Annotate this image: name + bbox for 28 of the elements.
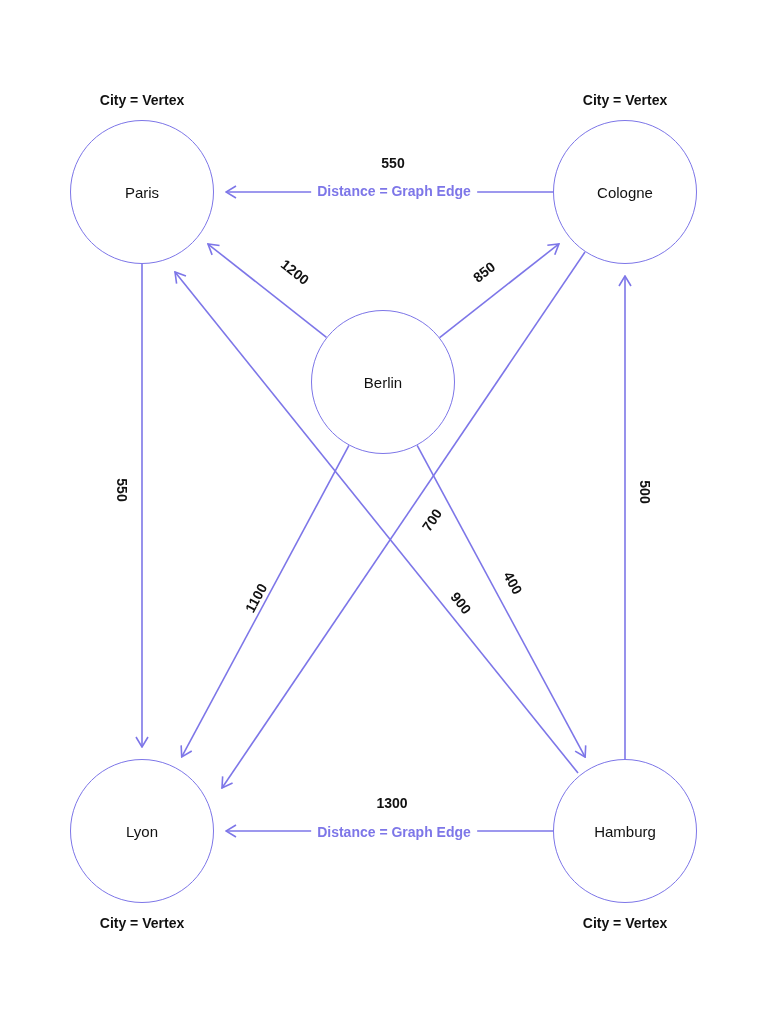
edge-label: 1100: [241, 580, 271, 616]
edge-label: 500: [637, 480, 653, 504]
arrow: [135, 263, 149, 748]
edge-label: 850: [469, 258, 499, 286]
city-name: Cologne: [597, 183, 653, 201]
edge-label: 400: [500, 568, 526, 598]
vertex-caption: City = Vertex: [99, 915, 185, 931]
vertex-caption: City = Vertex: [99, 92, 185, 108]
arrow: [438, 243, 560, 339]
edge-caption: Distance = Graph Edge: [311, 824, 477, 840]
city-name: Hamburg: [594, 822, 656, 840]
city-name: Lyon: [126, 822, 158, 840]
vertex-caption: City = Vertex: [582, 915, 668, 931]
arrow: [207, 243, 328, 339]
arrow: [416, 444, 587, 758]
arrow: [174, 271, 579, 774]
edge-label: 700: [418, 505, 446, 535]
edge-label: 900: [447, 588, 475, 618]
edge-label: 550: [114, 478, 130, 502]
city-name: Berlin: [363, 373, 403, 391]
arrow: [618, 275, 632, 760]
city-name: Paris: [124, 183, 160, 201]
arrow: [221, 251, 586, 789]
vertex-caption: City = Vertex: [582, 92, 668, 108]
arrow: [180, 444, 350, 758]
edge-caption: Distance = Graph Edge: [311, 183, 477, 199]
edge-label: 1300: [376, 795, 408, 811]
edge-label: 550: [381, 155, 405, 171]
